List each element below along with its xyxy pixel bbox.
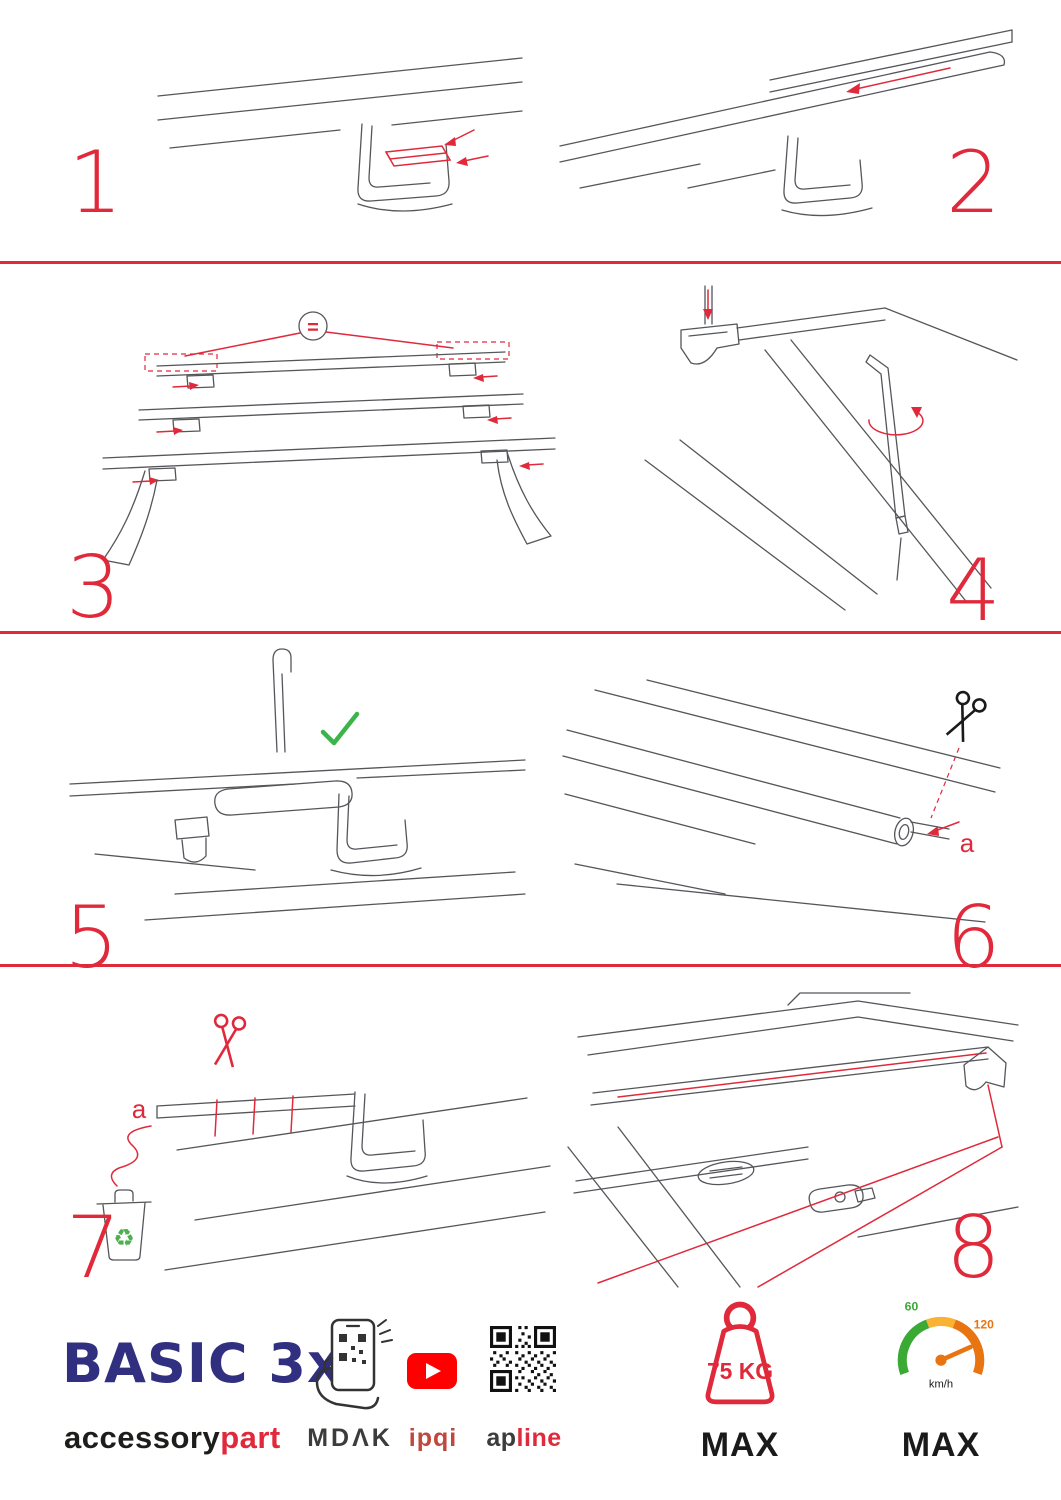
partner-ipqi-label: ipqi bbox=[408, 1424, 458, 1452]
cut-label-a: a bbox=[960, 828, 975, 858]
partner-mdak-label: MDΛK bbox=[307, 1424, 393, 1452]
scissors-icon bbox=[945, 690, 987, 742]
cut-label-a: a bbox=[132, 1094, 147, 1124]
youtube-icon bbox=[407, 1353, 457, 1389]
step-7-number: 7 bbox=[66, 1198, 121, 1298]
section-divider-1 bbox=[0, 261, 1061, 264]
section-divider-2 bbox=[0, 631, 1061, 634]
speed-unit-label: km/h bbox=[929, 1379, 953, 1391]
check-icon bbox=[320, 711, 360, 746]
step-3-number: 3 bbox=[66, 538, 121, 638]
apline-black: ap bbox=[486, 1424, 517, 1452]
apline-red: line bbox=[516, 1424, 562, 1452]
trash-recycle-icon: ♻ bbox=[96, 1189, 152, 1261]
phone-scan-icon bbox=[315, 1318, 393, 1410]
brand-wordmark: accessorypart bbox=[64, 1420, 281, 1456]
step-6-number: 6 bbox=[946, 888, 1001, 988]
speed-tick-high: 120 bbox=[974, 1318, 995, 1332]
speed-tick-low: 60 bbox=[905, 1299, 919, 1313]
step-5-illustration bbox=[69, 648, 526, 921]
step-8-number: 8 bbox=[946, 1198, 1001, 1298]
weight-max-label: MAX bbox=[700, 1426, 780, 1464]
speedometer-icon: 60 120 km/h bbox=[897, 1299, 995, 1391]
step-4-illustration bbox=[644, 285, 1018, 611]
step-2-illustration bbox=[559, 29, 1013, 217]
phone-qr-pattern bbox=[339, 1334, 366, 1364]
weight-icon: 75 KG bbox=[705, 1301, 775, 1405]
step-6-illustration: a bbox=[562, 679, 1001, 923]
step-5-number: 5 bbox=[64, 888, 119, 988]
step-3-illustration: = bbox=[102, 311, 556, 566]
step-1-illustration bbox=[157, 57, 523, 212]
step-2-number: 2 bbox=[946, 133, 1001, 233]
t-bolt bbox=[697, 1160, 755, 1186]
brand-wordmark-red: part bbox=[220, 1420, 281, 1455]
product-name: BASIC 3x bbox=[62, 1332, 343, 1395]
step-8-illustration bbox=[567, 992, 1019, 1288]
step-4-number: 4 bbox=[946, 541, 1001, 641]
equal-spacing-label: = bbox=[307, 317, 319, 339]
section-divider-3 bbox=[0, 964, 1061, 967]
speed-max-label: MAX bbox=[901, 1426, 981, 1464]
weight-value: 75 KG bbox=[707, 1358, 773, 1384]
t-bolt-2 bbox=[808, 1184, 876, 1213]
recycle-icon: ♻ bbox=[113, 1225, 135, 1252]
scissors-icon-red bbox=[213, 1013, 247, 1068]
partner-apline-label: apline bbox=[484, 1424, 564, 1453]
step-1-number: 1 bbox=[68, 133, 123, 233]
step-7-illustration: a ♻ bbox=[96, 1013, 551, 1271]
allen-key bbox=[865, 354, 909, 581]
qr-code-icon bbox=[490, 1326, 556, 1392]
brand-wordmark-black: accessory bbox=[64, 1420, 221, 1455]
